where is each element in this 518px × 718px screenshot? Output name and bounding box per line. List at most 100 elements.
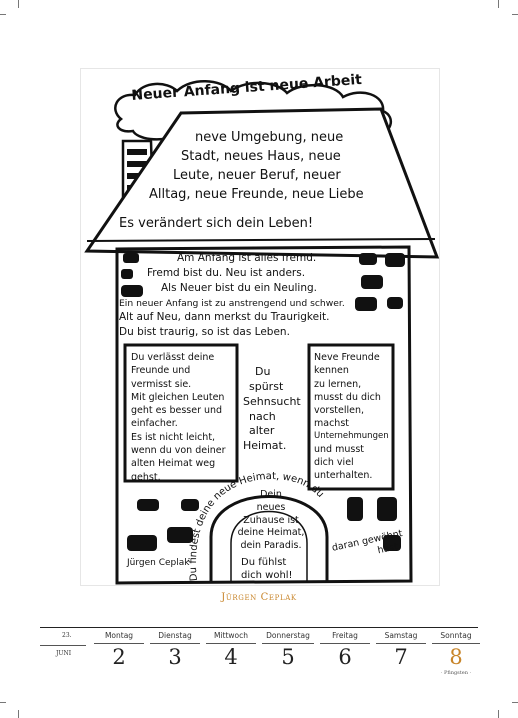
wall-stone	[123, 253, 139, 263]
day-rule	[320, 643, 370, 644]
day-name: Dienstag	[158, 631, 192, 640]
window-line: Freunde und	[131, 365, 191, 377]
day-cell-tuesday: Dienstag 3	[150, 628, 200, 668]
wall-line: Du bist traurig, so ist das Leben.	[119, 326, 290, 339]
wall-stone	[377, 497, 397, 521]
middle-line: Heimat.	[243, 439, 287, 453]
crop-mark	[512, 14, 518, 15]
middle-line: Sehnsucht	[243, 394, 301, 408]
month-label: JUNI	[56, 650, 72, 657]
crop-mark	[0, 14, 6, 15]
roof	[84, 107, 440, 259]
day-number: 6	[338, 645, 352, 669]
day-cell-thursday: Donnerstag 5	[262, 628, 314, 668]
window-line: gehst.	[131, 471, 161, 483]
crop-mark	[498, 0, 499, 8]
middle-line: nach	[249, 409, 276, 423]
wall-line: Alt auf Neu, dann merkst du Traurigkeit.	[119, 311, 330, 323]
week-rule	[40, 645, 86, 646]
window-line: Neve Freunde	[314, 352, 380, 363]
day-number: 2	[112, 645, 126, 669]
wall-stone	[167, 527, 193, 543]
middle-text: Du spürst Sehnsucht nach alter Heimat.	[243, 365, 301, 454]
bottom-line: Du fühlst	[241, 557, 287, 568]
wall-stone	[387, 297, 403, 309]
day-rule	[94, 643, 144, 644]
middle-line: alter	[249, 424, 275, 438]
wall-line: Als Neuer bist du ein Neuling.	[161, 282, 317, 295]
day-cell-friday: Freitag 6	[320, 628, 370, 668]
day-cell-saturday: Samstag 7	[376, 628, 426, 668]
roof-line: Alltag, neue Freunde, neue Liebe	[149, 186, 364, 202]
left-window	[123, 343, 239, 483]
wall-stone	[347, 497, 363, 521]
door-line: Dein	[260, 489, 282, 500]
window-line: einfacher.	[131, 418, 178, 430]
window-line: geht es besser und	[131, 405, 223, 417]
day-name: Donnerstag	[266, 631, 310, 640]
wall-line: Ein neuer Anfang ist zu anstrengend und …	[119, 297, 345, 309]
wall-stone	[137, 499, 159, 511]
crop-mark	[498, 710, 499, 718]
day-rule	[150, 643, 200, 644]
wall-line: Am Anfang ist alles fremd.	[177, 252, 317, 264]
crop-mark	[18, 0, 19, 8]
window-line: wenn du von deiner	[131, 445, 226, 457]
window-line: Es ist nicht leicht,	[131, 431, 216, 443]
chimney-brick	[127, 149, 147, 155]
window-line: kennen	[314, 365, 349, 377]
door-arch	[209, 495, 329, 583]
window-line: Du verlässt deine	[131, 352, 215, 363]
door-line: deine Heimat,	[237, 527, 305, 539]
door-line: dein Paradis.	[240, 540, 302, 552]
chimney-brick	[127, 161, 147, 167]
wall-stone	[121, 269, 133, 279]
artwork-signature: Jürgen Ceplak	[127, 558, 190, 568]
middle-line: spürst	[249, 379, 284, 393]
day-name: Freitag	[332, 631, 358, 640]
week-number: 23.	[62, 632, 72, 639]
wall-stone	[181, 499, 199, 511]
wall-stone	[383, 535, 401, 551]
roof-line: Stadt, neues Haus, neue	[181, 148, 341, 164]
day-name: Samstag	[384, 631, 418, 640]
artist-caption: Jürgen Ceplak	[221, 592, 297, 603]
day-number: 7	[394, 645, 408, 669]
day-rule	[206, 643, 256, 644]
window-line: dich viel	[314, 456, 354, 468]
bottom-left-text: Du fühlst dich wohl!	[241, 557, 293, 582]
wall-line: Fremd bist du. Neu ist anders.	[147, 267, 306, 280]
calendar-top-rule	[40, 627, 478, 628]
day-number: 5	[281, 645, 295, 669]
door-text: Dein neues Zuhause ist deine Heimat, dei…	[231, 489, 311, 553]
roof-line: Leute, neuer Beruf, neuer	[173, 167, 341, 183]
door-inner-arch	[230, 510, 308, 583]
day-cell-sunday: Sonntag 8 · Pfingsten ·	[432, 628, 480, 676]
crop-mark	[0, 702, 6, 703]
holiday-note: · Pfingsten ·	[440, 670, 472, 676]
window-line: alten Heimat weg	[131, 458, 216, 470]
window-line: Mit gleichen Leuten	[131, 391, 225, 403]
day-cell-wednesday: Mittwoch 4	[206, 628, 256, 668]
window-line: musst du dich	[314, 391, 381, 403]
window-line: zu lernen,	[314, 378, 362, 390]
roof-base-line	[86, 238, 436, 242]
window-line: unterhalten.	[314, 470, 373, 482]
left-window-text: Du verlässt deine Freunde und vermisst s…	[131, 351, 226, 484]
day-name: Montag	[104, 631, 134, 640]
wall-stone	[121, 285, 143, 297]
day-name: Sonntag	[440, 631, 472, 640]
day-rule	[262, 643, 314, 644]
bottom-line: dich wohl!	[241, 569, 293, 581]
day-number: 8	[449, 645, 463, 669]
window-line: Unternehmungen	[314, 430, 389, 441]
day-number: 4	[224, 645, 238, 669]
window-line: machst	[314, 418, 349, 430]
day-cell-monday: Montag 2	[94, 628, 144, 668]
day-number: 3	[168, 645, 182, 669]
right-window	[307, 343, 395, 491]
wall-stone	[385, 253, 405, 267]
wall-text: Am Anfang ist alles fremd. Fremd bist du…	[119, 251, 345, 340]
day-name: Mittwoch	[213, 631, 249, 640]
door-line: Zuhause ist	[243, 514, 299, 526]
